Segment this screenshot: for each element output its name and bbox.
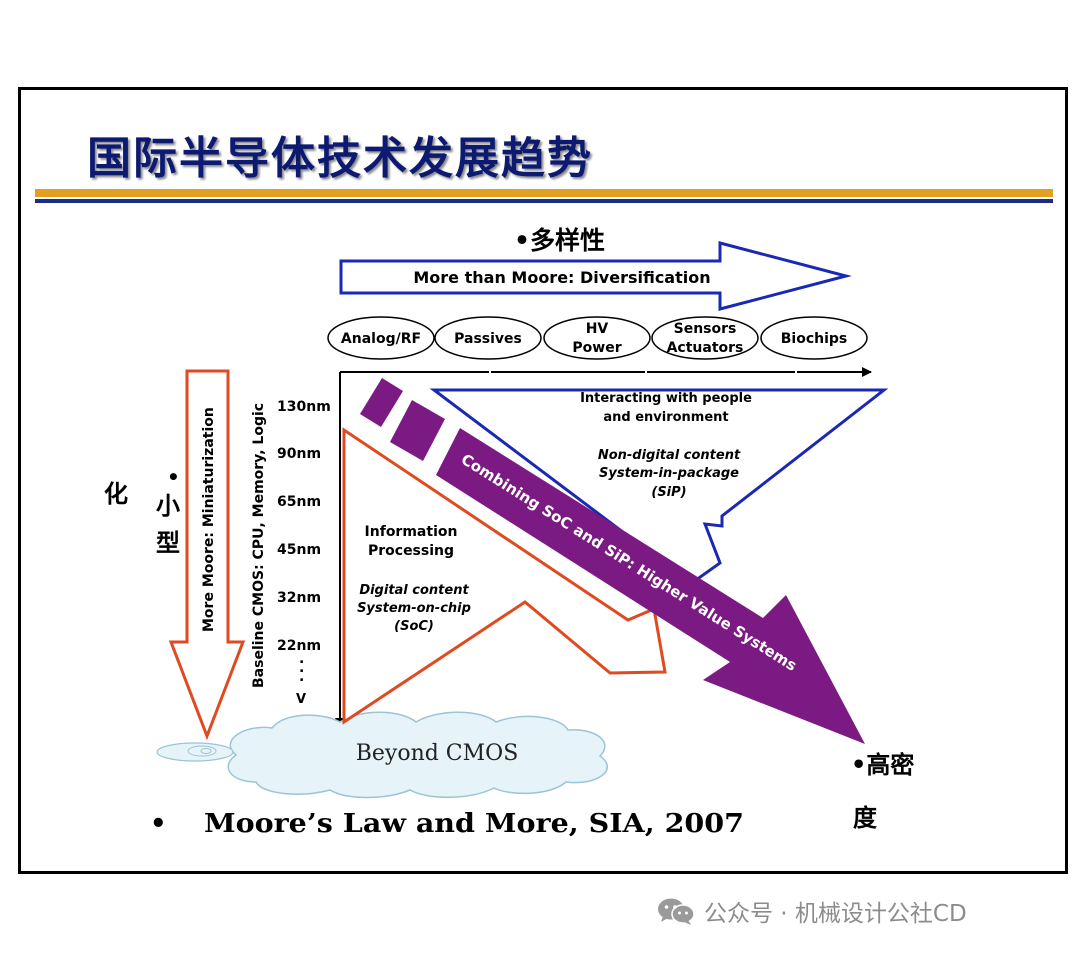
digital-content-label: Digital content [359, 583, 469, 598]
node-label: 65nm [277, 494, 321, 510]
miniaturization-bullet: • [167, 465, 180, 489]
category-label: HV [586, 321, 609, 337]
non-digital-content-label: (SiP) [651, 485, 686, 500]
technology-nodes: 130nm 90nm 65nm 45nm 32nm 22nm . . . V [277, 399, 331, 707]
interacting-label: and environment [603, 410, 728, 425]
combining-square-2 [390, 400, 445, 461]
miniaturization-label-xiao: 小 [156, 491, 180, 520]
category-passives: Passives [434, 316, 542, 360]
axis-ticks [489, 369, 797, 375]
category-label: Biochips [781, 331, 848, 347]
category-biochips: Biochips [760, 316, 868, 360]
category-label: Analog/RF [341, 331, 421, 347]
title-blue-rule [35, 199, 1053, 203]
density-label: •高密 [851, 750, 914, 779]
non-digital-content-label: Non-digital content [598, 448, 741, 463]
diversity-label: •多样性 [514, 226, 605, 255]
combining-arrow-body [436, 428, 865, 744]
soc-information-arrow [342, 427, 667, 725]
citation: Moore’s Law and More, SIA, 2007 [204, 809, 744, 839]
node-dots: . [299, 660, 304, 676]
citation-bullet: • [150, 809, 167, 839]
more-moore-arrow [168, 369, 246, 741]
combining-square-1 [360, 378, 403, 427]
beyond-cmos-cloud: Beyond CMOS [156, 711, 608, 799]
node-label: 22nm [277, 638, 321, 654]
digital-content-label: System-on-chip [357, 601, 471, 616]
category-sensors-actuators: Sensors Actuators [651, 316, 759, 360]
more-than-moore-arrow [339, 241, 852, 311]
node-dots: . [299, 669, 304, 685]
node-label: 130nm [277, 399, 331, 415]
node-arrow: V [296, 692, 306, 707]
category-hv-power: HV Power [543, 316, 651, 360]
miniaturization-label-xing: 型 [156, 528, 180, 557]
node-dots: . [299, 651, 304, 667]
miniaturization-label-hua: 化 [104, 479, 128, 508]
interacting-label: Interacting with people [580, 391, 752, 406]
non-digital-content-label: System-in-package [599, 466, 739, 481]
digital-content-label: (SoC) [394, 619, 434, 634]
more-than-moore-label: More than Moore: Diversification [413, 268, 710, 287]
watermark: 公众号 · 机械设计公社CD [656, 894, 967, 928]
category-analog-rf: Analog/RF [327, 316, 435, 360]
wechat-icon [658, 898, 695, 925]
category-label: Power [572, 340, 621, 356]
info-processing-label: Information [365, 524, 458, 540]
baseline-cmos-label: Baseline CMOS: CPU, Memory, Logic [251, 403, 267, 688]
page-title: 国际半导体技术发展趋势 [87, 133, 593, 184]
node-label: 45nm [277, 542, 321, 558]
beyond-cmos-label: Beyond CMOS [356, 741, 519, 766]
node-label: 32nm [277, 590, 321, 606]
category-label: Actuators [667, 340, 744, 356]
watermark-text: 公众号 · 机械设计公社CD [704, 901, 967, 927]
title-gold-rule [35, 189, 1053, 197]
info-processing-label: Processing [368, 543, 454, 559]
density-label: 度 [853, 803, 878, 832]
category-label: Sensors [674, 321, 737, 337]
more-moore-label: More Moore: Miniaturization [201, 407, 217, 632]
category-label: Passives [454, 331, 522, 347]
node-label: 90nm [277, 446, 321, 462]
